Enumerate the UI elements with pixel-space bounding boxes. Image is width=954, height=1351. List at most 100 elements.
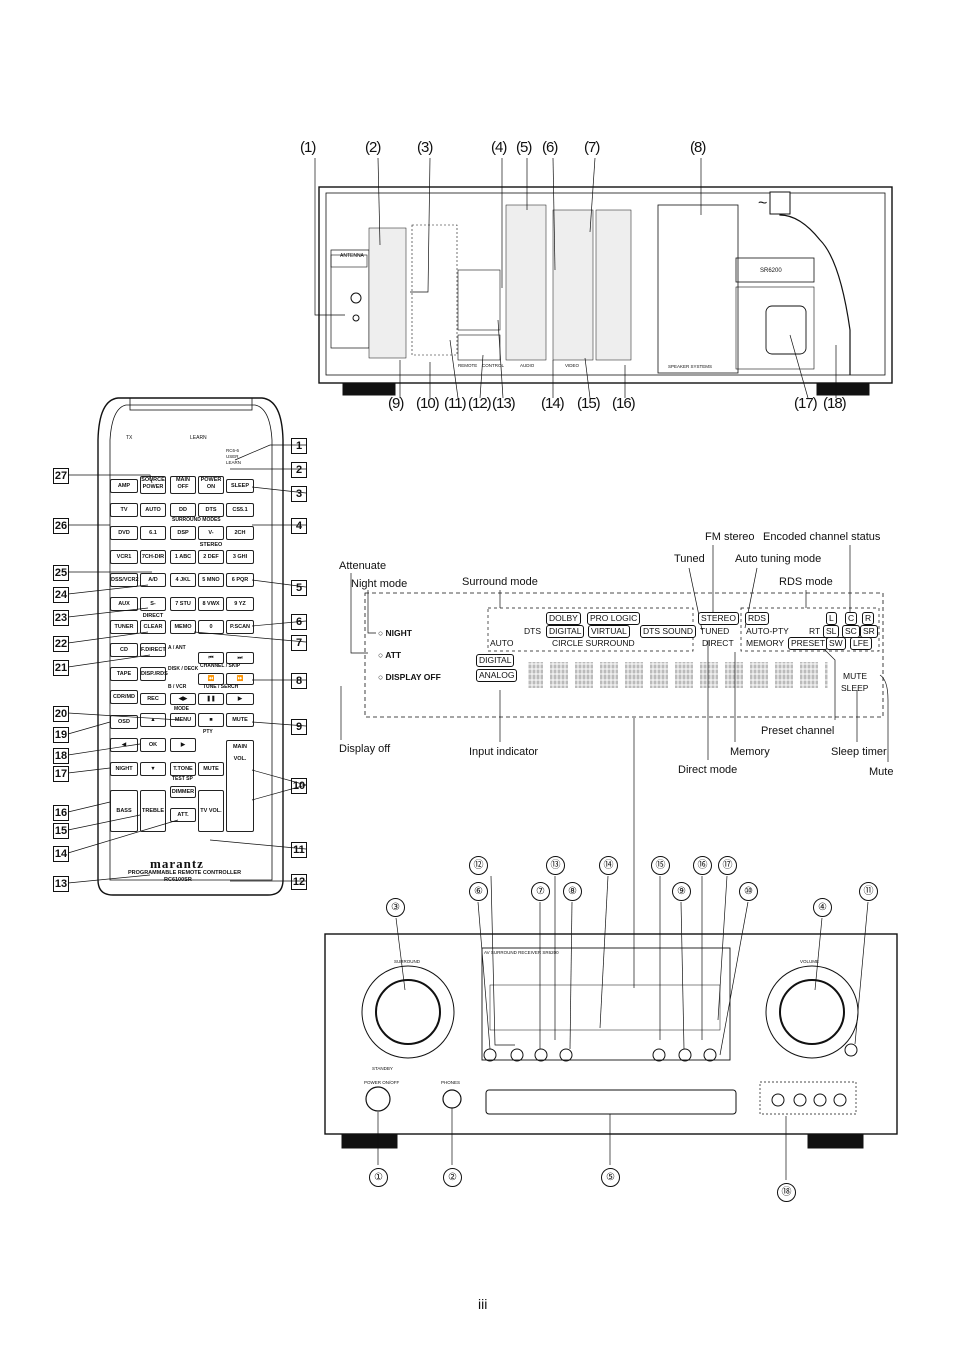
clear-button[interactable]: CLEAR xyxy=(140,620,166,634)
label-direct-mode: Direct mode xyxy=(678,764,738,776)
f-direct-button[interactable]: F.DIRECT xyxy=(140,643,166,657)
power-on-button[interactable]: POWER ON xyxy=(198,476,224,494)
seg-C: C xyxy=(845,612,858,625)
seg-rt: RT xyxy=(809,626,821,636)
cd-button[interactable]: CD xyxy=(110,643,138,657)
label-preset-channel: Preset channel xyxy=(761,725,835,737)
ac-tilde: ~ xyxy=(758,195,768,212)
key-0[interactable]: 0 xyxy=(198,620,224,634)
tv-button[interactable]: TV xyxy=(110,503,138,517)
att-button[interactable]: ATT. xyxy=(170,808,196,822)
seg-preset: PRESET xyxy=(788,637,829,650)
play-button[interactable]: ▶ xyxy=(226,693,254,705)
bass-rocker[interactable]: BASS xyxy=(110,790,138,832)
front-callout-7: ⑦ xyxy=(531,882,550,901)
key-8-vwx[interactable]: 8 VWX xyxy=(198,597,224,611)
skip-forward-button[interactable]: ⏭ xyxy=(226,652,254,664)
key-1-abc[interactable]: 1 ABC xyxy=(170,550,196,564)
down-button[interactable]: ▼ xyxy=(140,762,166,776)
surround-modes-label: SURROUND MODES xyxy=(172,517,221,523)
remote-callout-26: 26 xyxy=(53,518,69,534)
remote-callout-5: 5 xyxy=(291,580,307,596)
rear-callout-4: (4) xyxy=(491,139,507,156)
s-direct-button[interactable]: S-DIRECT xyxy=(140,597,166,619)
cs51-button[interactable]: CS5.1 xyxy=(226,503,254,517)
remote-callout-1: 1 xyxy=(291,438,307,454)
rewind-button[interactable]: ⏪ xyxy=(198,673,224,685)
dolby-button[interactable]: DD xyxy=(170,503,196,517)
rear-callout-16: (16) xyxy=(612,395,636,412)
aux-button[interactable]: AUX xyxy=(110,597,138,611)
seg-direct: DIRECT xyxy=(702,638,734,648)
remote-callout-6: 6 xyxy=(291,614,307,630)
tx-label: TX xyxy=(126,435,133,441)
key-9-yz[interactable]: 9 YZ xyxy=(226,597,254,611)
tv-vol-rocker[interactable]: TV VOL. xyxy=(198,790,224,832)
mode-label: MODE xyxy=(174,706,189,712)
ok-button[interactable]: OK xyxy=(140,738,166,752)
7ch-dir-button[interactable]: 7CH-DIR xyxy=(140,550,166,564)
key-2-def[interactable]: 2 DEF xyxy=(198,550,224,564)
rear-callout-5: (5) xyxy=(516,139,532,156)
amp-button[interactable]: AMP xyxy=(110,479,138,493)
dvd-button[interactable]: DVD xyxy=(110,526,138,540)
key-4-jkl[interactable]: 4 JKL xyxy=(170,573,196,587)
key-7-stu[interactable]: 7 STU xyxy=(170,597,196,611)
seg-LFE: LFE xyxy=(850,637,872,650)
fast-forward-button[interactable]: ⏩ xyxy=(226,673,254,685)
learn-label: LEARN xyxy=(190,435,207,441)
menu-button[interactable]: MENU xyxy=(170,713,196,727)
osd-button[interactable]: OSD xyxy=(110,715,138,729)
front-callout-15: ⑮ xyxy=(651,856,670,875)
front-callout-17: ⑰ xyxy=(718,856,737,875)
night-button[interactable]: NIGHT xyxy=(110,762,138,776)
front-callout-12: ⑫ xyxy=(469,856,488,875)
61-button[interactable]: 6.1 xyxy=(140,526,166,540)
seg-circle-surround: CIRCLE SURROUND xyxy=(552,638,635,648)
cdr-md-button[interactable]: CDR/MD xyxy=(110,690,138,704)
right-button[interactable]: ▶ xyxy=(170,738,196,752)
treble-rocker[interactable]: TREBLE xyxy=(140,790,166,832)
v-stereo-button[interactable]: V-STEREO xyxy=(198,526,224,548)
pause-button[interactable]: ❚❚ xyxy=(198,693,224,705)
main-off-button[interactable]: MAIN OFF xyxy=(170,476,196,494)
2ch-button[interactable]: 2CH xyxy=(226,526,254,540)
seg-mute: MUTE xyxy=(843,671,868,681)
p-scan-button[interactable]: P.SCAN xyxy=(226,620,254,634)
mute-button[interactable]: MUTE xyxy=(226,713,254,727)
dimmer-button[interactable]: DIMMER xyxy=(170,786,196,798)
standby-label: STANDBY xyxy=(372,1066,393,1071)
ad-button[interactable]: A/D xyxy=(140,573,166,587)
dss-vcr2-button[interactable]: DSS/VCR2 xyxy=(110,573,139,587)
remote-callout-21: 21 xyxy=(53,660,69,676)
stop-button[interactable]: ■ xyxy=(198,713,224,727)
label-night-mode: Night mode xyxy=(351,578,408,590)
front-panel xyxy=(324,933,898,1149)
up-button[interactable]: ▲ xyxy=(140,713,166,727)
control-label: CONTROL xyxy=(482,363,505,368)
dts-button[interactable]: DTS xyxy=(198,503,224,517)
dsp-button[interactable]: DSP xyxy=(170,526,196,540)
key-5-mno[interactable]: 5 MNO xyxy=(198,573,224,587)
label-sleep-timer: Sleep timer xyxy=(831,746,887,758)
main-vol-rocker[interactable]: MAIN VOL. xyxy=(226,740,254,832)
left-button[interactable]: ◀ xyxy=(110,738,138,752)
tape-button[interactable]: TAPE xyxy=(110,667,138,681)
key-6-pqr[interactable]: 6 PQR xyxy=(226,573,254,587)
t-tone-button[interactable]: T.TONE xyxy=(170,762,196,776)
key-3-ghi[interactable]: 3 GHI xyxy=(226,550,254,564)
play-back-button[interactable]: ◀▶ xyxy=(170,693,196,705)
seg-pro-logic: PRO LOGIC xyxy=(587,612,641,625)
auto-button[interactable]: AUTO xyxy=(140,503,166,517)
sleep-button[interactable]: SLEEP xyxy=(226,479,254,493)
disp-rds-button[interactable]: DISP./RDS xyxy=(140,667,168,681)
label-surround-mode: Surround mode xyxy=(462,576,538,588)
tuner-button[interactable]: TUNER xyxy=(110,620,138,634)
rec-button[interactable]: REC xyxy=(140,693,166,705)
source-power-button[interactable]: SOURCE POWER xyxy=(140,476,166,494)
mute2-button[interactable]: MUTE xyxy=(198,762,224,776)
page-number: iii xyxy=(478,1296,488,1312)
vcr1-button[interactable]: VCR1 xyxy=(110,550,138,564)
skip-back-button[interactable]: ⏮ xyxy=(198,652,224,664)
memo-button[interactable]: MEMO xyxy=(170,620,196,634)
